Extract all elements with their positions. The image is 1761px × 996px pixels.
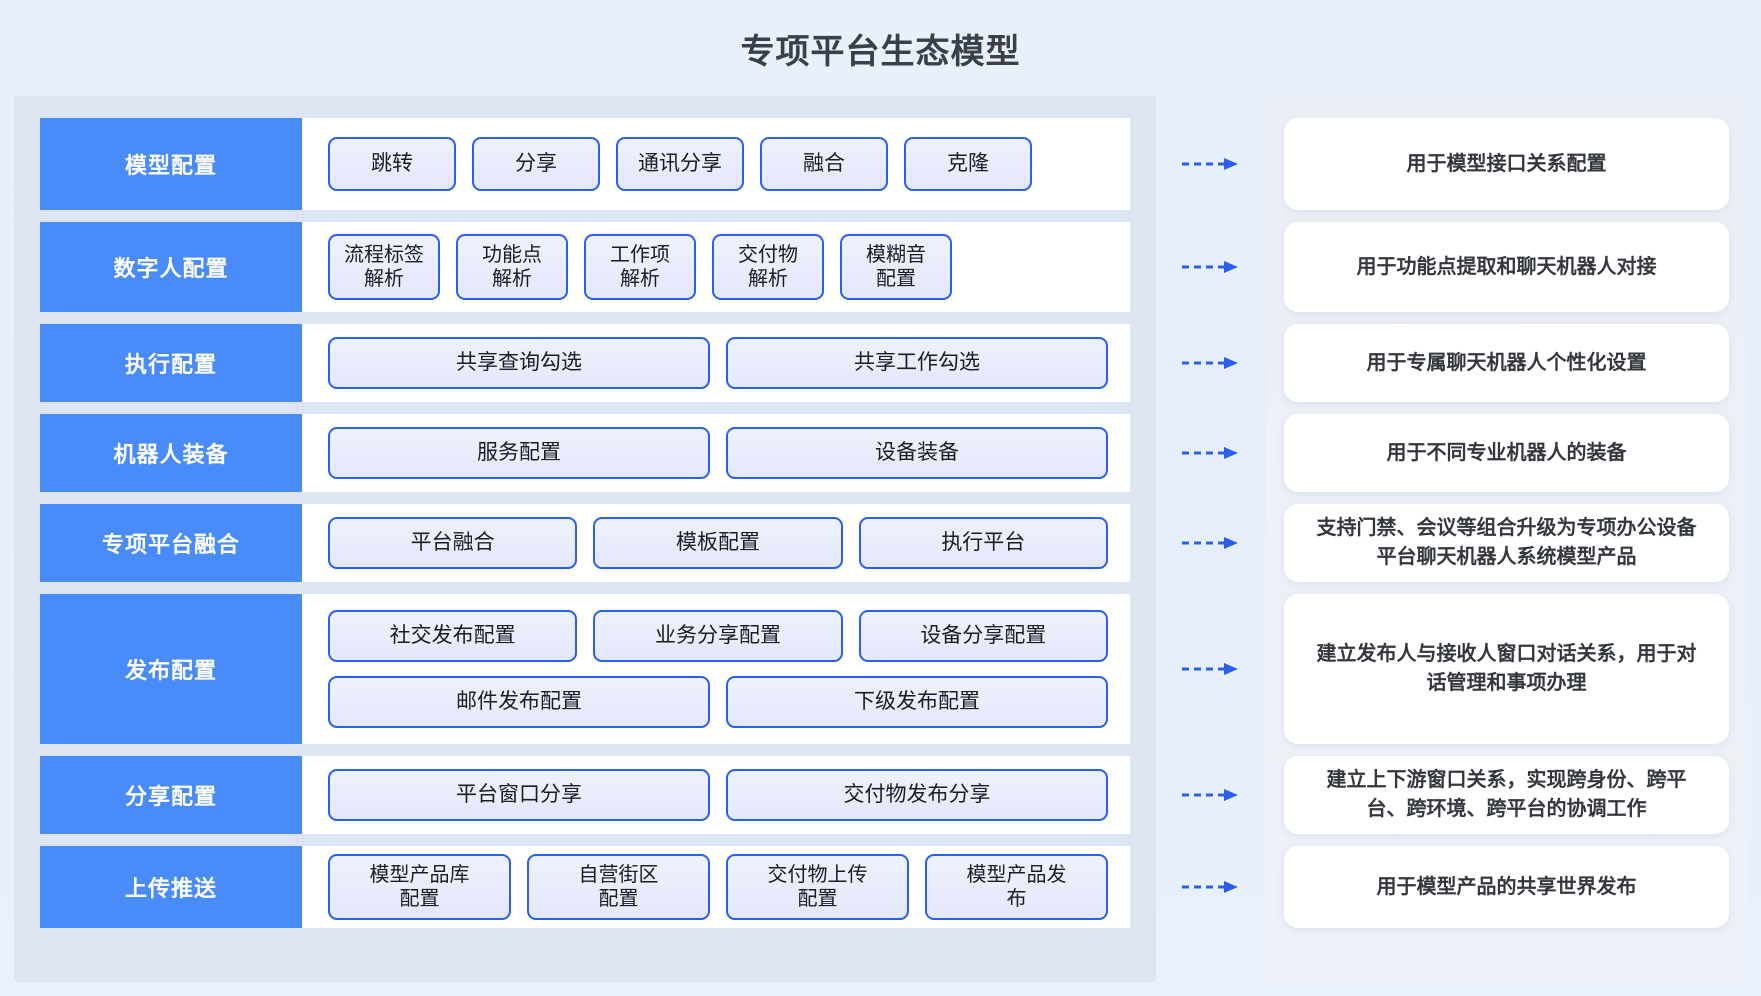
chip-item[interactable]: 邮件发布配置 [328, 676, 710, 728]
connector-cell [1156, 414, 1266, 492]
chip-item[interactable]: 模型产品发 布 [925, 854, 1108, 920]
description-card: 用于模型产品的共享世界发布 [1284, 846, 1729, 928]
diagram-body: 模型配置 跳转 分享 通讯分享 融合 克隆 数字人配置 流程标签 解析 [0, 96, 1761, 982]
connector-cell [1156, 594, 1266, 744]
connector-cell [1156, 756, 1266, 834]
chip-item[interactable]: 克隆 [904, 137, 1032, 191]
dashed-arrow-right-icon [1182, 881, 1238, 893]
connector-column [1156, 96, 1266, 982]
chip-line: 平台融合 模板配置 执行平台 [328, 517, 1108, 569]
matrix-row-8: 上传推送 模型产品库 配置 自营街区 配置 交付物上传 配置 模型产品发 布 [40, 846, 1130, 928]
chip-item[interactable]: 工作项 解析 [584, 234, 696, 300]
chip-item[interactable]: 跳转 [328, 137, 456, 191]
chip-item[interactable]: 融合 [760, 137, 888, 191]
matrix-row-6: 发布配置 社交发布配置 业务分享配置 设备分享配置 邮件发布配置 下级发布配置 [40, 594, 1130, 744]
chip-item[interactable]: 流程标签 解析 [328, 234, 440, 300]
chip-item[interactable]: 共享查询勾选 [328, 337, 710, 389]
chip-item[interactable]: 交付物发布分享 [726, 769, 1108, 821]
chip-item[interactable]: 模型产品库 配置 [328, 854, 511, 920]
chip-line: 邮件发布配置 下级发布配置 [328, 676, 1108, 728]
chip-item[interactable]: 平台窗口分享 [328, 769, 710, 821]
chip-item[interactable]: 共享工作勾选 [726, 337, 1108, 389]
row-label-digital-human-config[interactable]: 数字人配置 [40, 222, 302, 312]
connector-cell [1156, 846, 1266, 928]
chip-line: 社交发布配置 业务分享配置 设备分享配置 [328, 610, 1108, 662]
row-chips-1: 跳转 分享 通讯分享 融合 克隆 [302, 118, 1130, 210]
row-chips-4: 服务配置 设备装备 [302, 414, 1130, 492]
dashed-arrow-right-icon [1182, 261, 1238, 273]
row-label-model-config[interactable]: 模型配置 [40, 118, 302, 210]
chip-item[interactable]: 自营街区 配置 [527, 854, 710, 920]
row-label-upload-push[interactable]: 上传推送 [40, 846, 302, 928]
matrix-row-7: 分享配置 平台窗口分享 交付物发布分享 [40, 756, 1130, 834]
description-card: 用于功能点提取和聊天机器人对接 [1284, 222, 1729, 312]
row-chips-2: 流程标签 解析 功能点 解析 工作项 解析 交付物 解析 模糊音 配置 [302, 222, 1130, 312]
matrix-row-5: 专项平台融合 平台融合 模板配置 执行平台 [40, 504, 1130, 582]
description-panel: 用于模型接口关系配置 用于功能点提取和聊天机器人对接 用于专属聊天机器人个性化设… [1266, 96, 1747, 982]
chip-item[interactable]: 设备分享配置 [858, 610, 1108, 662]
chip-item[interactable]: 下级发布配置 [726, 676, 1108, 728]
connector-cell [1156, 118, 1266, 210]
row-chips-7: 平台窗口分享 交付物发布分享 [302, 756, 1130, 834]
description-card: 支持门禁、会议等组合升级为专项办公设备平台聊天机器人系统模型产品 [1284, 504, 1729, 582]
dashed-arrow-right-icon [1182, 357, 1238, 369]
matrix-row-2: 数字人配置 流程标签 解析 功能点 解析 工作项 解析 交付物 解析 模糊音 配… [40, 222, 1130, 312]
chip-item[interactable]: 执行平台 [858, 517, 1108, 569]
chip-item[interactable]: 服务配置 [328, 427, 710, 479]
title-bar: 专项平台生态模型 [0, 0, 1761, 96]
chip-item[interactable]: 社交发布配置 [328, 610, 578, 662]
chip-item[interactable]: 功能点 解析 [456, 234, 568, 300]
row-label-robot-equipment[interactable]: 机器人装备 [40, 414, 302, 492]
capability-matrix-panel: 模型配置 跳转 分享 通讯分享 融合 克隆 数字人配置 流程标签 解析 [14, 96, 1156, 982]
chip-line: 模型产品库 配置 自营街区 配置 交付物上传 配置 模型产品发 布 [328, 854, 1108, 920]
chip-item[interactable]: 交付物上传 配置 [726, 854, 909, 920]
chip-item[interactable]: 交付物 解析 [712, 234, 824, 300]
row-label-execution-config[interactable]: 执行配置 [40, 324, 302, 402]
chip-item[interactable]: 设备装备 [726, 427, 1108, 479]
chip-item[interactable]: 模糊音 配置 [840, 234, 952, 300]
connector-cell [1156, 324, 1266, 402]
matrix-row-1: 模型配置 跳转 分享 通讯分享 融合 克隆 [40, 118, 1130, 210]
row-label-share-config[interactable]: 分享配置 [40, 756, 302, 834]
chip-line: 平台窗口分享 交付物发布分享 [328, 769, 1108, 821]
chip-line: 流程标签 解析 功能点 解析 工作项 解析 交付物 解析 模糊音 配置 [328, 234, 1108, 300]
description-card: 建立上下游窗口关系，实现跨身份、跨平台、跨环境、跨平台的协调工作 [1284, 756, 1729, 834]
description-card: 用于专属聊天机器人个性化设置 [1284, 324, 1729, 402]
chip-item[interactable]: 业务分享配置 [593, 610, 843, 662]
row-label-publish-config[interactable]: 发布配置 [40, 594, 302, 744]
description-card: 用于不同专业机器人的装备 [1284, 414, 1729, 492]
matrix-row-3: 执行配置 共享查询勾选 共享工作勾选 [40, 324, 1130, 402]
page-title: 专项平台生态模型 [740, 32, 1021, 71]
row-chips-3: 共享查询勾选 共享工作勾选 [302, 324, 1130, 402]
description-card: 建立发布人与接收人窗口对话关系，用于对话管理和事项办理 [1284, 594, 1729, 744]
matrix-row-4: 机器人装备 服务配置 设备装备 [40, 414, 1130, 492]
chip-line: 共享查询勾选 共享工作勾选 [328, 337, 1108, 389]
dashed-arrow-right-icon [1182, 663, 1238, 675]
chip-item[interactable]: 平台融合 [328, 517, 578, 569]
chip-item[interactable]: 模板配置 [593, 517, 843, 569]
connector-cell [1156, 222, 1266, 312]
description-card: 用于模型接口关系配置 [1284, 118, 1729, 210]
chip-line: 服务配置 设备装备 [328, 427, 1108, 479]
dashed-arrow-right-icon [1182, 537, 1238, 549]
chip-line: 跳转 分享 通讯分享 融合 克隆 [328, 137, 1108, 191]
dashed-arrow-right-icon [1182, 158, 1238, 170]
row-chips-5: 平台融合 模板配置 执行平台 [302, 504, 1130, 582]
connector-cell [1156, 504, 1266, 582]
chip-item[interactable]: 通讯分享 [616, 137, 744, 191]
row-chips-8: 模型产品库 配置 自营街区 配置 交付物上传 配置 模型产品发 布 [302, 846, 1130, 928]
row-chips-6: 社交发布配置 业务分享配置 设备分享配置 邮件发布配置 下级发布配置 [302, 594, 1130, 744]
dashed-arrow-right-icon [1182, 789, 1238, 801]
dashed-arrow-right-icon [1182, 447, 1238, 459]
row-label-platform-fusion[interactable]: 专项平台融合 [40, 504, 302, 582]
chip-item[interactable]: 分享 [472, 137, 600, 191]
